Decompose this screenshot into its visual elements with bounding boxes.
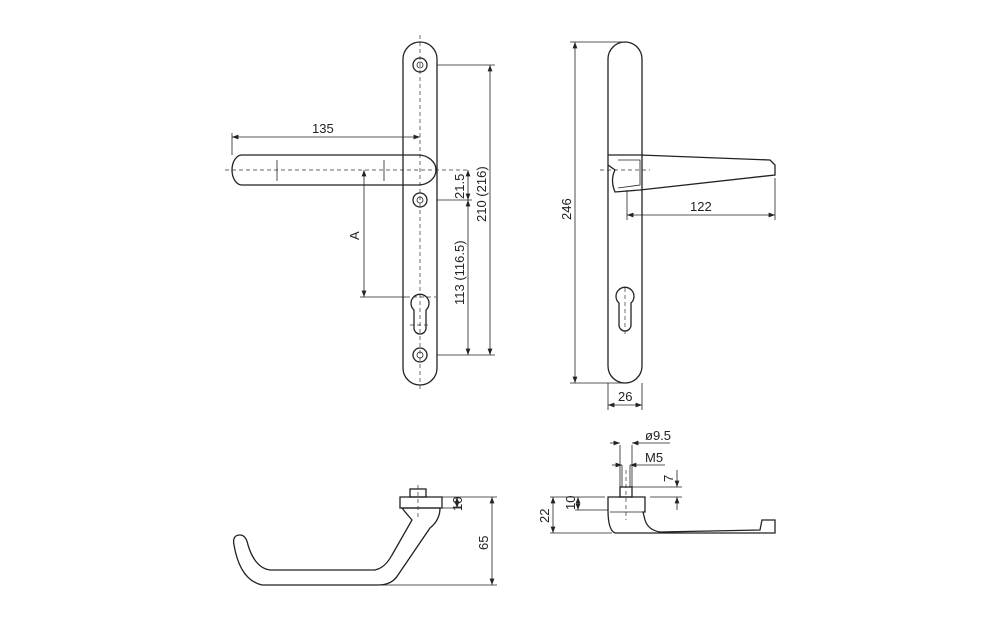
dim-plate-rose-height: 10 <box>563 496 578 510</box>
side-view: 246 122 26 <box>559 41 776 410</box>
lever-side <box>607 154 776 193</box>
lever-front <box>231 154 437 186</box>
dim-thread: M5 <box>645 450 663 465</box>
screw-hole-bottom <box>412 347 428 363</box>
screw-hole-middle <box>412 192 428 208</box>
dim-plate-length: 246 <box>559 198 574 220</box>
screw-hole-top <box>412 57 428 73</box>
dim-lever-total-height: 65 <box>476 536 491 550</box>
dim-plate-width: 26 <box>618 389 632 404</box>
lever-profile-view: 10 65 <box>232 485 497 586</box>
dim-screw-diameter: ø9.5 <box>645 428 671 443</box>
plate-profile-view: ø9.5 M5 7 22 10 <box>537 428 776 534</box>
front-view: 135 A 21.5 113 (116.5) 210 (216) <box>225 35 495 392</box>
dim-lever-rose-height: 10 <box>450 497 465 511</box>
dim-spindle-to-screw: 21.5 <box>452 174 467 199</box>
dim-plate-thickness: 22 <box>537 509 552 523</box>
dim-screw-to-cylinder: 113 (116.5) <box>452 240 467 305</box>
dim-projection: 122 <box>690 199 712 214</box>
cylinder-keyhole-side <box>615 286 635 332</box>
dim-screw-length: 7 <box>661 475 676 482</box>
dim-lever-length: 135 <box>312 121 334 136</box>
dim-backset: A <box>347 231 362 240</box>
cylinder-keyhole <box>410 293 430 335</box>
dim-screw-centres: 210 (216) <box>474 166 489 222</box>
